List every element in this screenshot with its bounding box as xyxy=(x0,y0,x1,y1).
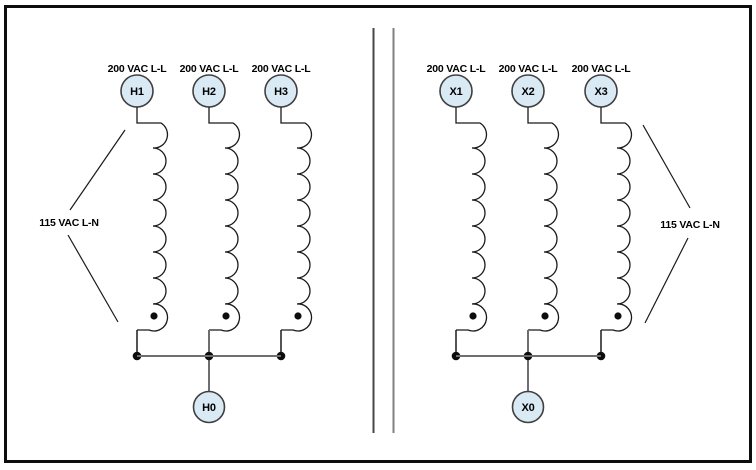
voltage-label-h3: 200 VAC L-L xyxy=(252,63,312,75)
ltn-line-primary-lower xyxy=(67,234,119,323)
polarity-dot-h1 xyxy=(150,312,158,320)
ltn-label-primary: 115 VAC L-N xyxy=(39,217,98,229)
voltage-label-x3: 200 VAC L-L xyxy=(572,63,632,75)
ltn-line-primary-upper xyxy=(69,129,126,211)
polarity-dot-h3 xyxy=(294,312,302,320)
secondary-side: 200 VAC L-L X1 200 VAC L-L X2 200 VAC L-… xyxy=(427,63,720,424)
terminal-label-x0: X0 xyxy=(521,402,534,414)
terminal-label-h3: H3 xyxy=(274,86,288,98)
voltage-label-h1: 200 VAC L-L xyxy=(108,63,168,75)
terminal-label-h2: H2 xyxy=(202,86,216,98)
secondary-winding-x1: 200 VAC L-L X1 xyxy=(427,63,488,361)
winding-coil-h2 xyxy=(208,107,241,332)
ltn-line-secondary-upper xyxy=(642,124,691,209)
winding-coil-h3 xyxy=(280,107,313,332)
ltn-label-secondary: 115 VAC L-N xyxy=(660,219,719,231)
winding-coil-x3 xyxy=(600,107,633,332)
secondary-winding-x3: 200 VAC L-L X3 xyxy=(572,63,633,361)
terminal-label-h1: H1 xyxy=(130,86,144,98)
secondary-winding-x2: 200 VAC L-L X2 xyxy=(499,63,560,392)
terminal-label-x3: X3 xyxy=(594,86,607,98)
ltn-line-secondary-lower xyxy=(644,237,689,324)
voltage-label-h2: 200 VAC L-L xyxy=(180,63,240,75)
terminal-label-x1: X1 xyxy=(449,86,462,98)
primary-winding-h3: 200 VAC L-L H3 xyxy=(252,63,313,361)
terminal-label-x2: X2 xyxy=(521,86,534,98)
primary-winding-h2: 200 VAC L-L H2 xyxy=(180,63,241,392)
voltage-label-x2: 200 VAC L-L xyxy=(499,63,559,75)
polarity-dot-x3 xyxy=(614,312,622,320)
winding-coil-h1 xyxy=(136,107,169,332)
primary-side: 200 VAC L-L H1 200 VAC L-L H2 200 VAC L-… xyxy=(39,63,313,424)
voltage-label-x1: 200 VAC L-L xyxy=(427,63,487,75)
terminal-circle-x0 xyxy=(511,390,545,424)
terminal-circle-h0 xyxy=(192,390,226,424)
diagram-frame xyxy=(4,5,752,463)
polarity-dot-h2 xyxy=(222,312,230,320)
polarity-dot-x2 xyxy=(541,312,549,320)
winding-coil-x1 xyxy=(455,107,488,332)
primary-winding-h1: 200 VAC L-L H1 xyxy=(108,63,169,361)
polarity-dot-x1 xyxy=(469,312,477,320)
terminal-label-h0: H0 xyxy=(202,402,216,414)
winding-coil-x2 xyxy=(527,107,560,332)
